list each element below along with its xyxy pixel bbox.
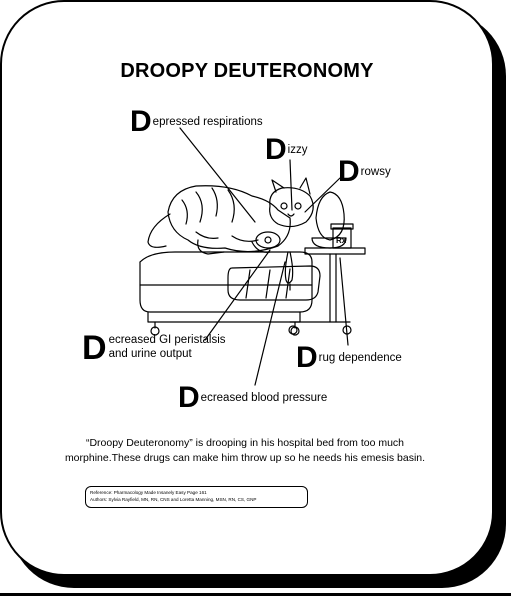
reference-line-2: Authors: Sylvia Rayfield, MN, RN, CNS an… [90, 496, 257, 502]
caption: “Droopy Deuteronomy” is drooping in his … [60, 436, 430, 466]
bed-mattress [139, 261, 313, 313]
pointer-line-respirations [179, 127, 256, 223]
emesis-basin [311, 237, 347, 249]
label-decreased-blood-pressure: Decreased blood pressure [178, 381, 328, 414]
cat-head [269, 187, 314, 228]
pointer-line-drowsy [304, 177, 341, 213]
caption-line-1: “Droopy Deuteronomy” is drooping in his … [85, 437, 405, 449]
pointer-line-gi [204, 249, 271, 341]
rx-bottle [332, 227, 352, 249]
overbed-table-top [304, 247, 366, 255]
bottom-rule [0, 593, 511, 596]
label-drowsy: Drowsy [338, 155, 391, 188]
reference-box: Reference: Pharmacology Made Insanely Ea… [85, 486, 308, 508]
page-title: DROOPY DEUTERONOMY [120, 60, 374, 82]
bed-frame [147, 311, 301, 323]
label-gi-peristalsis: D ecreased GI peristalsis and urine outp… [82, 329, 226, 367]
label-depressed-respirations: Depressed respirations [130, 105, 263, 138]
reference-line-1: Reference: Pharmacology Made Insanely Ea… [90, 490, 207, 495]
caption-line-2: morphine.These drugs can make him throw … [64, 452, 426, 464]
label-drug-dependence: Drug dependence [296, 341, 402, 374]
pointer-line-drug [339, 257, 349, 346]
rx-label: Rx [336, 236, 347, 245]
held-basin [255, 231, 281, 249]
pointer-line-dizzy [289, 159, 293, 211]
pillow [315, 191, 345, 241]
cat-tail [147, 213, 171, 248]
bed-side-rail [227, 265, 321, 301]
cat-body [167, 185, 291, 253]
label-dizzy: Dizzy [265, 133, 308, 166]
pointer-line-bp [254, 261, 286, 386]
